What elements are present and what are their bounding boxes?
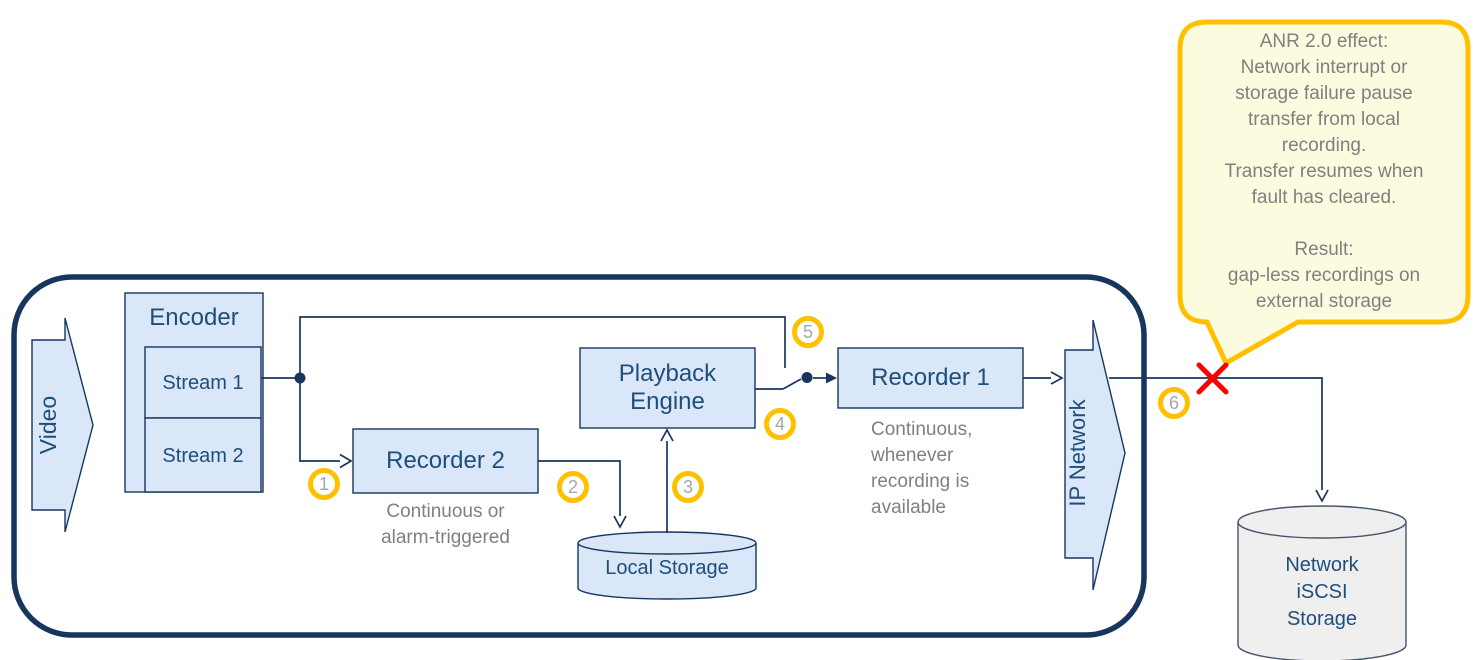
system-boundary-box: [11, 274, 1147, 638]
playback-engine-box: [579, 347, 756, 429]
arrowhead-into-playback: [660, 428, 674, 442]
local-storage-cylinder-top: [577, 531, 757, 555]
junction-dot: [294, 372, 306, 384]
step-badge-2: 2: [557, 471, 589, 503]
recorder2-caption: Continuous or alarm-triggered: [381, 501, 510, 548]
recorder2-label: Recorder 2: [386, 447, 505, 474]
switch-blade: [782, 378, 802, 390]
arrowhead-into-ipnetwork: [1050, 371, 1064, 385]
connector-to-recorder2: [299, 378, 340, 462]
network-storage-cylinder: [1237, 522, 1407, 660]
arrowhead-into-networkstorage: [1315, 489, 1329, 503]
connector-recorder2-localstorage: [538, 460, 621, 516]
network-storage-cylinder-top: [1237, 505, 1407, 539]
encoder-label: Encoder: [149, 304, 239, 331]
recorder1-caption: Continuous, whenever recording is availa…: [871, 419, 973, 518]
ip-network-label: IP Network: [1065, 399, 1090, 507]
stream1-box: [144, 346, 262, 419]
step-badge-4: 4: [764, 408, 796, 440]
recorder1-box: [837, 347, 1024, 409]
arrowhead-into-localstorage: [613, 515, 627, 529]
step-badge-3: 3: [672, 471, 704, 503]
arrowhead-into-recorder2: [339, 453, 353, 469]
local-storage-cylinder: [577, 543, 757, 600]
callout-text: ANR 2.0 effect: Network interrupt or sto…: [1224, 31, 1424, 312]
connector-ipnetwork-storage: [1109, 377, 1323, 490]
connector-lines: [261, 316, 1329, 533]
video-label: Video: [35, 395, 61, 455]
stream1-label: Stream 1: [162, 372, 244, 394]
step-badge-6: 6: [1158, 387, 1190, 419]
step-badge-1: 1: [308, 468, 340, 500]
ip-network-arrow-shape: [1064, 319, 1126, 591]
arrowhead-into-recorder1: [826, 372, 837, 384]
switch-contact-dot: [801, 372, 813, 383]
callout-bubble: [1177, 19, 1471, 366]
step-badge-5: 5: [792, 316, 824, 348]
video-arrow-shape: [31, 317, 94, 533]
stream2-box: [144, 417, 262, 493]
recorder2-box: [352, 428, 539, 494]
playback-engine-label: Playback Engine: [618, 360, 717, 415]
local-storage-label: Local Storage: [605, 557, 729, 579]
recorder1-label: Recorder 1: [871, 364, 990, 391]
connector-direct-path: [299, 316, 786, 378]
network-fault-icon: [1196, 362, 1229, 395]
network-storage-label: Network iSCSI Storage: [1285, 554, 1359, 630]
stream2-label: Stream 2: [162, 445, 244, 467]
